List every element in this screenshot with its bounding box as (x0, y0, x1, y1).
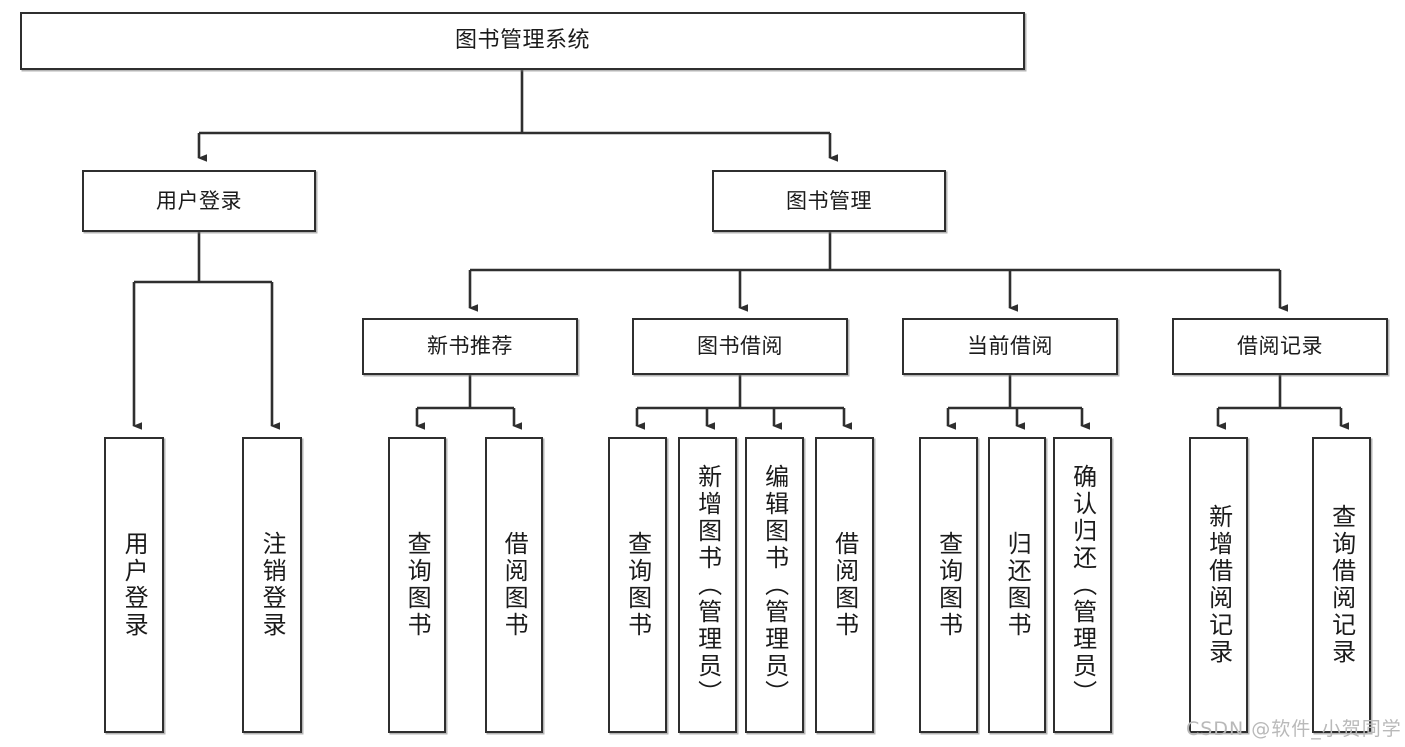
node-leaf-borrow-book-1[interactable]: 借阅图书 (485, 437, 543, 733)
node-new-book-recommend-label: 新书推荐 (427, 334, 513, 359)
node-leaf-return-book-label: 归还图书 (1003, 531, 1032, 639)
node-leaf-add-borrow-record-label: 新增借阅记录 (1204, 504, 1233, 666)
node-leaf-query-borrow-record-label: 查询借阅记录 (1327, 504, 1356, 666)
watermark: CSDN @软件_小贺同学 (1186, 718, 1402, 740)
node-leaf-query-book-1-label: 查询图书 (403, 531, 432, 639)
node-root-label: 图书管理系统 (454, 28, 590, 54)
node-leaf-edit-book-admin[interactable]: 编辑图书（管理员） (745, 437, 804, 733)
node-leaf-edit-book-admin-label: 编辑图书（管理员） (760, 463, 789, 707)
node-borrow-record-label: 借阅记录 (1237, 334, 1323, 359)
node-leaf-user-login-label: 用户登录 (120, 531, 149, 639)
node-leaf-add-borrow-record[interactable]: 新增借阅记录 (1189, 437, 1248, 733)
node-leaf-borrow-book-1-label: 借阅图书 (500, 531, 529, 639)
node-leaf-query-borrow-record[interactable]: 查询借阅记录 (1312, 437, 1371, 733)
node-current-borrow[interactable]: 当前借阅 (902, 318, 1118, 375)
node-user-login[interactable]: 用户登录 (82, 170, 316, 232)
node-leaf-user-login[interactable]: 用户登录 (104, 437, 164, 733)
node-root[interactable]: 图书管理系统 (20, 12, 1025, 70)
node-leaf-query-book-2-label: 查询图书 (623, 531, 652, 639)
node-leaf-logout-login[interactable]: 注销登录 (242, 437, 302, 733)
node-leaf-query-book-2[interactable]: 查询图书 (608, 437, 667, 733)
node-leaf-add-book-admin-label: 新增图书（管理员） (693, 463, 722, 707)
node-leaf-query-book-3[interactable]: 查询图书 (919, 437, 978, 733)
node-book-management-label: 图书管理 (786, 188, 872, 213)
node-book-management[interactable]: 图书管理 (712, 170, 946, 232)
node-leaf-add-book-admin[interactable]: 新增图书（管理员） (678, 437, 737, 733)
node-leaf-logout-login-label: 注销登录 (258, 531, 287, 639)
node-book-borrow-label: 图书借阅 (697, 334, 783, 359)
node-borrow-record[interactable]: 借阅记录 (1172, 318, 1388, 375)
node-leaf-borrow-book-2[interactable]: 借阅图书 (815, 437, 874, 733)
node-leaf-return-book[interactable]: 归还图书 (988, 437, 1046, 733)
node-leaf-confirm-return-admin-label: 确认归还（管理员） (1068, 463, 1097, 707)
node-leaf-query-book-1[interactable]: 查询图书 (388, 437, 446, 733)
node-user-login-label: 用户登录 (156, 188, 242, 213)
node-leaf-confirm-return-admin[interactable]: 确认归还（管理员） (1053, 437, 1112, 733)
node-book-borrow[interactable]: 图书借阅 (632, 318, 848, 375)
node-current-borrow-label: 当前借阅 (967, 334, 1053, 359)
node-new-book-recommend[interactable]: 新书推荐 (362, 318, 578, 375)
node-leaf-query-book-3-label: 查询图书 (934, 531, 963, 639)
node-leaf-borrow-book-2-label: 借阅图书 (830, 531, 859, 639)
